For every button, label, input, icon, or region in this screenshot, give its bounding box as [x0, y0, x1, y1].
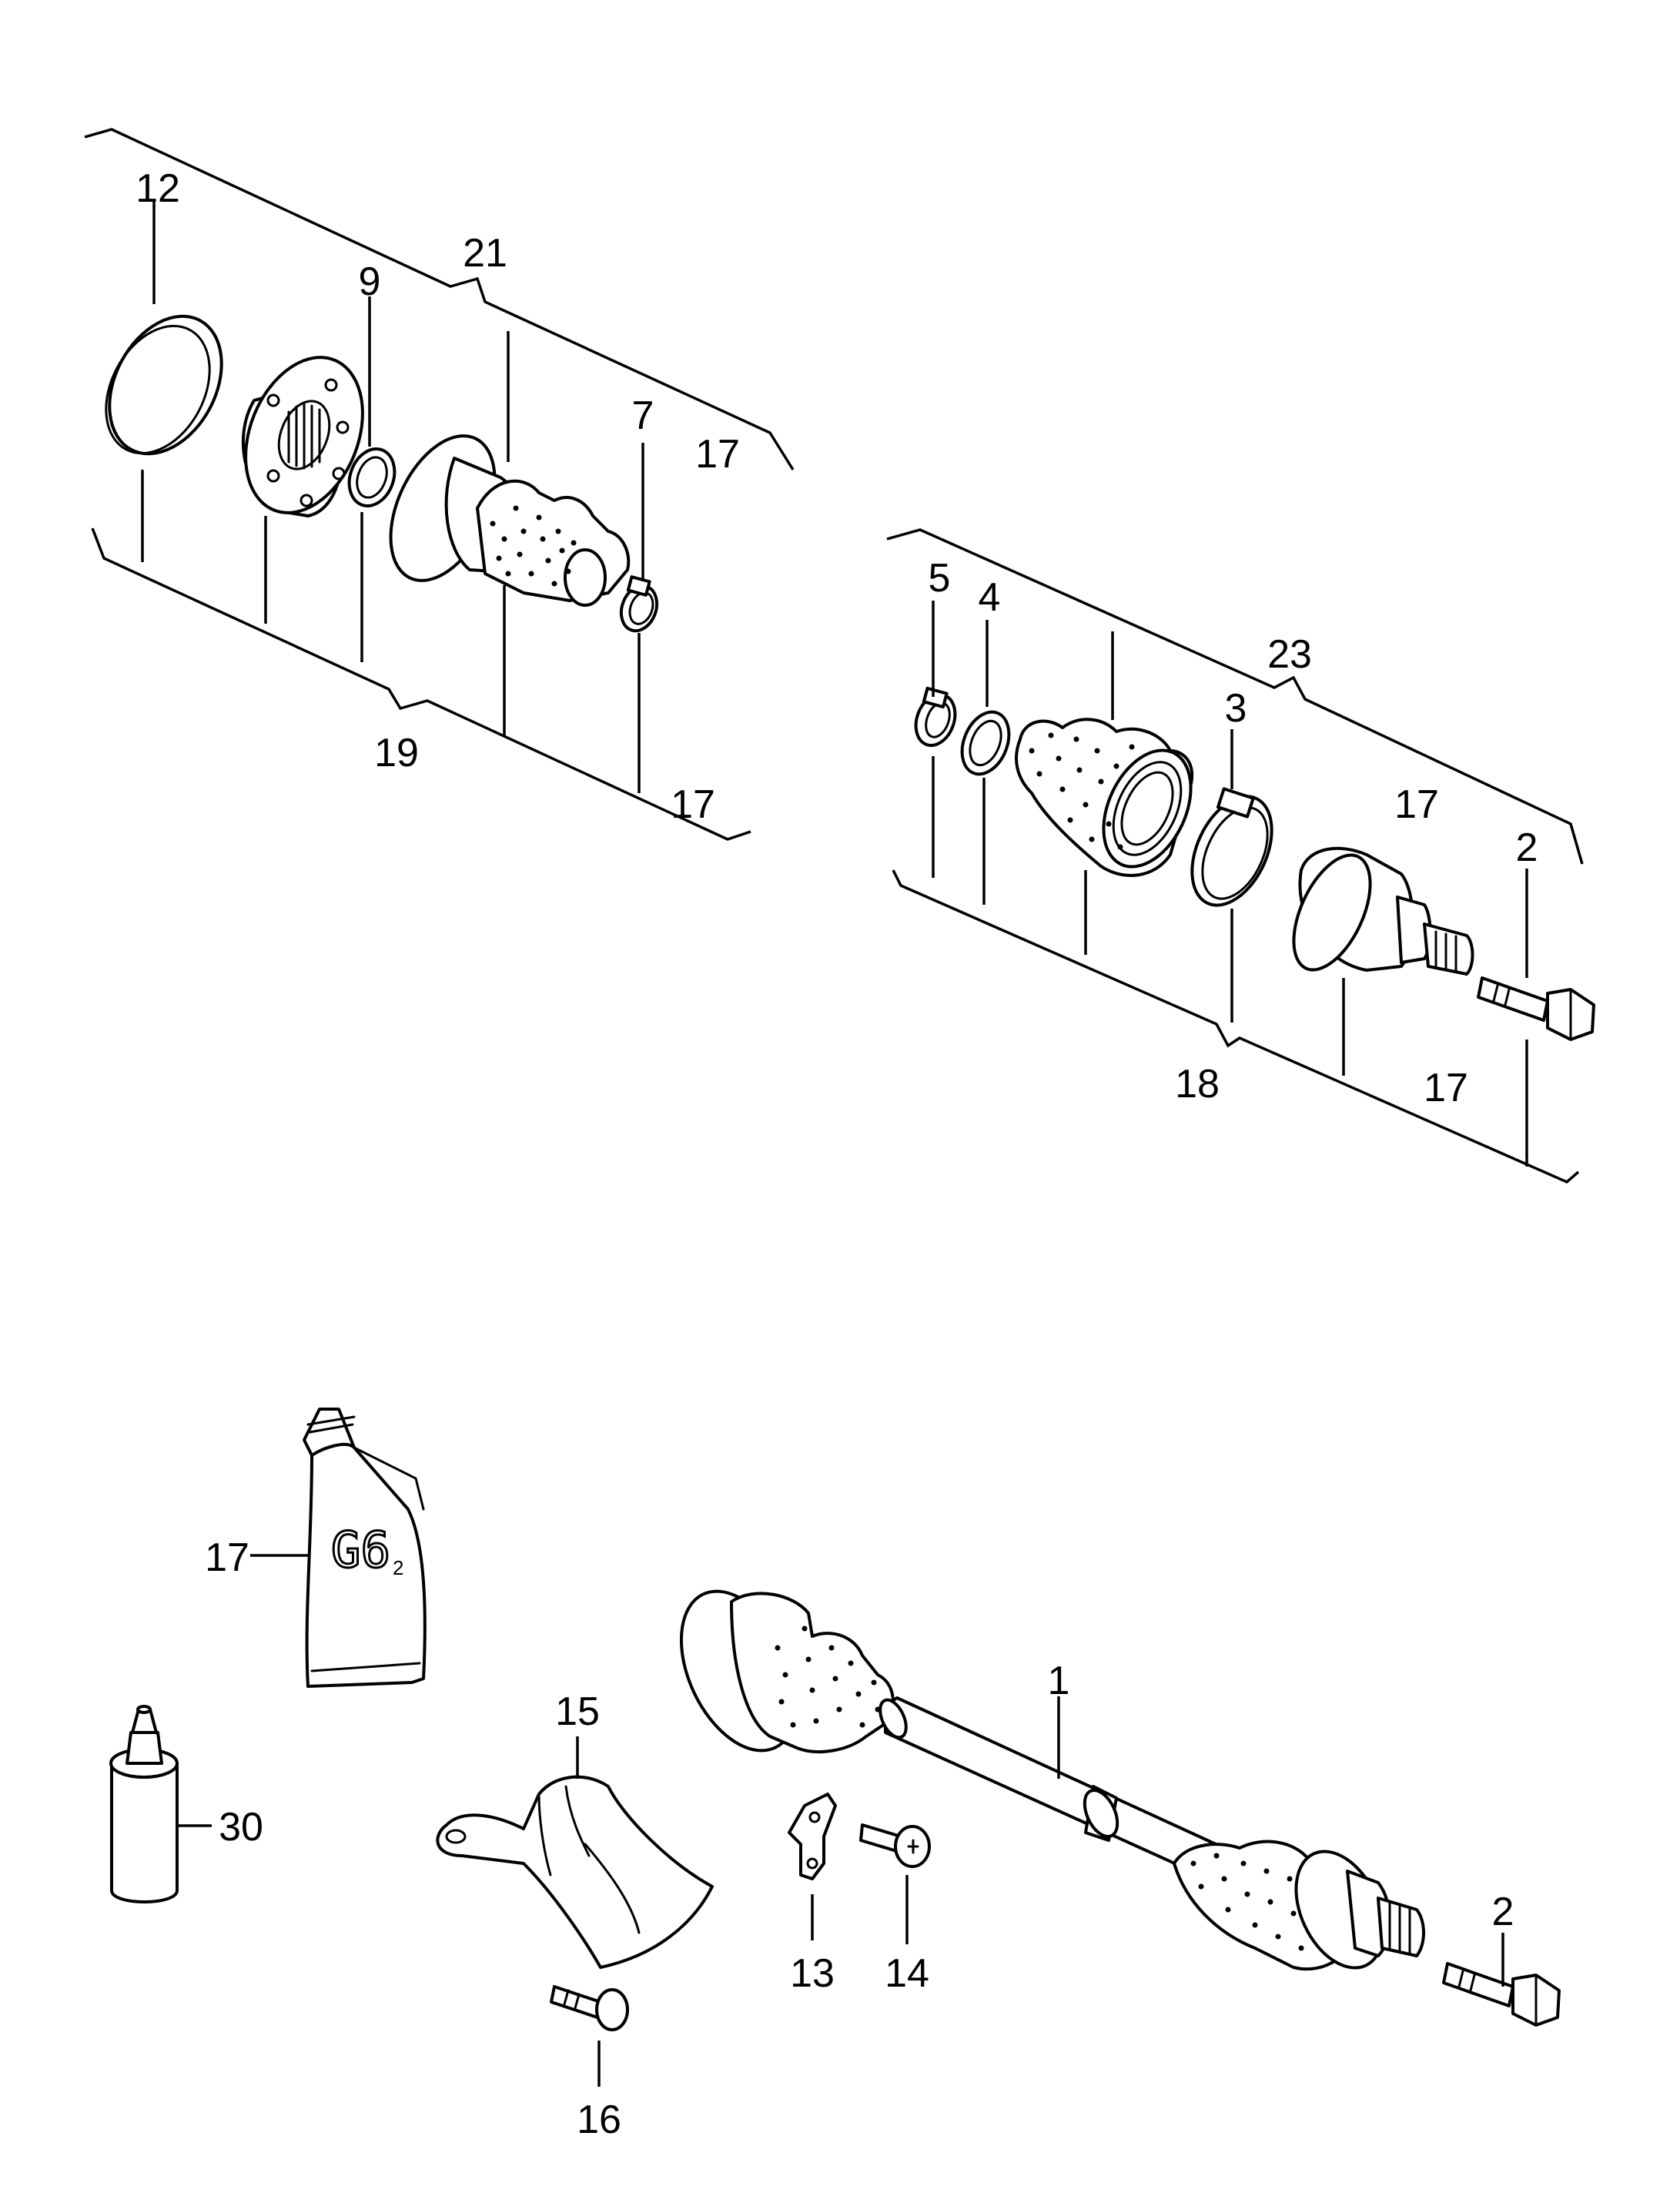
callout-23: 23 — [1267, 632, 1312, 677]
callout-17-mid-bottom: 17 — [1424, 1066, 1468, 1110]
callout-4: 4 — [979, 575, 1001, 620]
clamp-7 — [619, 575, 659, 633]
callout-3: 3 — [1225, 686, 1247, 731]
boot-inner-dots — [775, 1625, 881, 1728]
callout-14: 14 — [885, 1951, 929, 1996]
callout-7: 7 — [632, 393, 654, 438]
callout-16: 16 — [577, 2098, 621, 2142]
clamp-5 — [914, 686, 957, 747]
callout-21: 21 — [463, 231, 507, 276]
callout-5: 5 — [929, 556, 951, 601]
callout-2-lower: 2 — [1492, 1890, 1514, 1934]
callout-30: 30 — [219, 1805, 263, 1850]
group-lower: G6 2 17 30 15 — [109, 1408, 1561, 2142]
outer-joint — [1292, 846, 1474, 976]
heat-shield-15 — [436, 1775, 714, 1969]
callout-13: 13 — [790, 1951, 835, 1996]
grease-tube-17: G6 2 — [303, 1408, 427, 1688]
group-middle-right: 5 4 23 3 17 2 18 17 — [886, 528, 1595, 1184]
tube-label-subscript: 2 — [393, 1556, 403, 1579]
screw-14 — [859, 1823, 931, 1868]
bracket-13 — [788, 1793, 837, 1880]
group-upper-left: 12 21 9 7 17 19 17 — [84, 128, 795, 841]
callout-17-bottom: 17 — [671, 782, 715, 827]
callout-17-mid-top: 17 — [1394, 782, 1439, 827]
callout-18: 18 — [1175, 1062, 1220, 1107]
bolt-16 — [550, 1985, 629, 2031]
ring-12 — [105, 314, 223, 456]
callout-15: 15 — [555, 1689, 600, 1734]
callout-2-upper: 2 — [1516, 825, 1538, 870]
tube-label: G6 — [331, 1522, 390, 1579]
callout-17-tube: 17 — [205, 1535, 249, 1580]
boot-18-dots — [1029, 732, 1135, 850]
callout-9: 9 — [359, 259, 381, 304]
callout-17-top: 17 — [695, 432, 740, 477]
ring-4 — [960, 710, 1011, 776]
clamp-3 — [1190, 787, 1273, 907]
drive-shaft-1 — [679, 1589, 1425, 1971]
callout-1: 1 — [1048, 1659, 1070, 1703]
bolt-2-upper — [1477, 976, 1595, 1041]
callout-19: 19 — [374, 731, 419, 775]
boot-21-dots — [490, 505, 577, 587]
boot-18 — [1015, 718, 1194, 877]
bolt-2-lower — [1442, 1962, 1561, 2027]
hub-flange — [242, 356, 364, 517]
boot-21 — [389, 434, 631, 607]
group-frame-middle-right — [886, 528, 1584, 865]
bottle-30 — [109, 1705, 179, 1903]
group-frame-upper-left — [84, 128, 795, 470]
callout-12: 12 — [136, 166, 180, 211]
washer-9 — [347, 447, 397, 507]
